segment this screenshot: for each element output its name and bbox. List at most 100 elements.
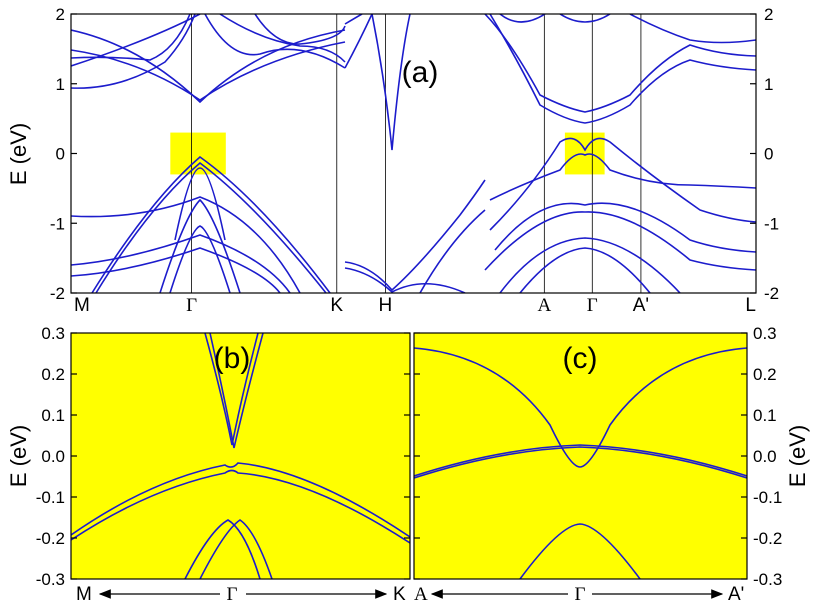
kpoint-label: Γ — [186, 295, 197, 316]
plot-background-b — [71, 333, 410, 579]
band-curve — [199, 519, 273, 579]
band-curve — [484, 211, 756, 271]
y-axis-ticks-c: 0.3 0.2 0.1 0.0 -0.1 -0.2 -0.3 — [414, 324, 782, 589]
highlight-box — [170, 132, 226, 175]
band-curve — [71, 247, 281, 293]
panel-label-b: (b) — [214, 342, 251, 375]
band-curve — [344, 267, 466, 293]
band-curve — [344, 14, 373, 69]
x-label-left-b: M — [76, 584, 92, 605]
y-tick-label-left: 2 — [56, 5, 65, 24]
highlight-regions — [170, 132, 605, 175]
x-label-right-c: A' — [728, 584, 744, 605]
band-curves-c — [414, 347, 747, 579]
band-curve — [489, 14, 756, 124]
band-curve — [414, 347, 747, 468]
y-tick-label-left: -1 — [50, 214, 65, 233]
band-curve — [204, 333, 259, 446]
y-tick-label-right: 2 — [764, 5, 773, 24]
band-curve — [499, 14, 546, 23]
high-symmetry-lines — [191, 14, 642, 293]
band-curve — [629, 14, 756, 44]
y-tick-label: -0.1 — [36, 488, 65, 507]
x-label-right-b: K — [393, 584, 406, 605]
kpoint-label: Γ — [587, 295, 598, 316]
band-curve — [519, 523, 641, 579]
y-tick-label-right: 1 — [764, 75, 773, 94]
band-curve — [494, 202, 756, 253]
band-curve — [419, 209, 486, 293]
band-curve — [344, 14, 363, 25]
x-label-center-b: Γ — [227, 584, 238, 605]
y-tick-label: 0.1 — [753, 406, 777, 425]
y-axis-ticks-b: 0.3 0.2 0.1 0.0 -0.1 -0.2 -0.3 — [36, 324, 410, 589]
band-curve — [204, 14, 346, 69]
band-curve — [219, 14, 346, 63]
band-curve — [489, 153, 756, 201]
band-curve — [71, 14, 201, 67]
band-curve — [414, 446, 747, 479]
kpoint-label: H — [379, 295, 393, 316]
band-curve — [71, 462, 410, 538]
panel-label-c: (c) — [563, 342, 598, 375]
y-tick-label: 0.2 — [41, 365, 65, 384]
kpoint-label: L — [745, 295, 756, 316]
band-curve — [254, 14, 346, 45]
band-curve — [559, 14, 611, 23]
panel-b: 0.30.20.10.0-0.1-0.2-0.3 E (eV) (b) M Γ … — [6, 324, 411, 605]
y-tick-label-right: -2 — [764, 284, 779, 303]
band-curve — [159, 198, 241, 293]
y-tick-label: 0.3 — [41, 324, 65, 343]
band-curve — [71, 469, 410, 544]
band-curve — [91, 155, 331, 293]
band-curves-a — [71, 14, 756, 293]
band-curve — [71, 14, 196, 89]
y-tick-label: -0.2 — [36, 529, 65, 548]
band-curve — [95, 161, 327, 293]
y-tick-label: 0.1 — [41, 406, 65, 425]
y-tick-label: 0.0 — [753, 447, 777, 466]
band-curve — [71, 29, 346, 104]
band-curve — [499, 237, 681, 293]
band-curve — [71, 196, 301, 293]
band-curve — [71, 234, 291, 293]
y-axis-title-c: E (eV) — [785, 425, 810, 487]
band-curve — [169, 225, 231, 293]
band-curve — [414, 444, 747, 477]
x-label-left-c: A — [414, 584, 428, 605]
highlight-box — [564, 132, 605, 175]
x-label-center-c: Γ — [575, 584, 586, 605]
y-axis-title-b: E (eV) — [6, 425, 31, 487]
y-tick-label-left: 1 — [56, 75, 65, 94]
kpoint-label: M — [74, 295, 90, 316]
band-curve — [484, 14, 756, 113]
y-tick-label: -0.2 — [753, 529, 782, 548]
panel-label-a: (a) — [402, 56, 439, 89]
kpoint-label: A — [537, 295, 551, 316]
panel-c: 0.30.20.10.0-0.1-0.2-0.3 E (eV) (c) A Γ … — [413, 324, 810, 605]
kpoint-label: K — [330, 295, 343, 316]
band-curve — [71, 14, 191, 61]
band-curve — [209, 333, 264, 449]
y-tick-label: -0.3 — [36, 570, 65, 589]
kpoint-label: A' — [633, 295, 649, 316]
y-tick-label: -0.1 — [753, 488, 782, 507]
y-tick-label-left: -2 — [50, 284, 65, 303]
y-tick-label-right: -1 — [764, 214, 779, 233]
y-tick-label: -0.3 — [753, 570, 782, 589]
y-tick-label: 0.2 — [753, 365, 777, 384]
x-axis-kpoint-labels: M Γ K H A Γ A' L — [74, 295, 756, 316]
band-curve — [71, 41, 346, 101]
y-tick-label: 0.3 — [753, 324, 777, 343]
y-axis-title-a: E (eV) — [6, 123, 31, 185]
plot-background-c — [414, 333, 747, 579]
band-curve — [489, 137, 756, 231]
band-curve — [371, 14, 411, 151]
y-tick-label-right: 0 — [764, 145, 773, 164]
band-curve — [344, 179, 486, 292]
y-tick-label: 0.0 — [41, 447, 65, 466]
band-curve — [184, 519, 261, 579]
